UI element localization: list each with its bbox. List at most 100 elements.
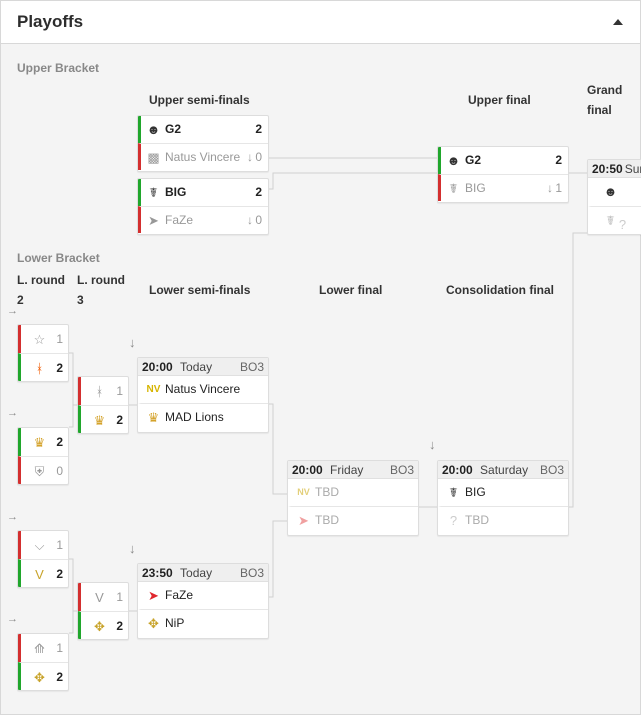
incoming-arrow-icon: →: [7, 613, 18, 625]
team-name: NiP: [165, 616, 185, 630]
lower-bracket-label: Lower Bracket: [17, 251, 100, 265]
team-name: TBD: [315, 513, 339, 527]
nip-logo-icon: ✥: [148, 616, 159, 631]
grand-final-match[interactable]: 20:50Sun ☻ ☤ ?: [587, 159, 641, 235]
upper-semifinal-2[interactable]: ☤ BIG 2 ➤ FaZe ↓ 0: [137, 178, 269, 235]
team-row: ♛ 2: [18, 428, 68, 456]
lower-round3-line2: 3: [77, 293, 84, 307]
team-name: G2: [165, 122, 182, 136]
team-score: 2: [255, 185, 262, 199]
mad-lions-logo-icon: ♛: [93, 413, 106, 428]
g2-logo-icon: ☻: [146, 122, 161, 137]
fnatic-logo-icon: ᚼ: [95, 384, 104, 399]
big-logo-icon: ☤: [449, 485, 458, 500]
eliminated-arrow-icon: ↓: [247, 150, 253, 164]
lower-semifinal-2[interactable]: 23:50 Today BO3 ➤ FaZe ✥ NiP: [137, 563, 269, 639]
upper-final-label: Upper final: [468, 93, 531, 107]
match-day: Sun: [624, 162, 641, 176]
lower-semifinal-1[interactable]: 20:00 Today BO3 NV Natus Vincere ♛ MAD L…: [137, 357, 269, 433]
lower-round2-match-3[interactable]: ⌵ 1 V 2: [17, 530, 69, 588]
upper-semifinal-1[interactable]: ☻ G2 2 ▩ Natus Vincere ↓ 0: [137, 115, 269, 172]
team-name: TBD: [465, 513, 489, 527]
grand-final-label: Grand final: [587, 80, 622, 120]
team-name: Natus Vincere: [165, 150, 241, 164]
mad-lions-logo-icon: ♛: [33, 435, 46, 450]
team-score: 0: [255, 213, 262, 227]
fnatic-logo-icon: ᚼ: [35, 361, 44, 376]
team-score: 2: [56, 435, 63, 449]
incoming-down-arrow-icon: ↓: [129, 541, 136, 556]
match-day: Friday: [330, 463, 364, 477]
lower-round3-match-2[interactable]: V 1 ✥ 2: [77, 582, 129, 640]
team-name: G2: [465, 153, 482, 167]
grand-final-label-line1: Grand: [587, 83, 623, 97]
match-time: 23:50: [142, 566, 173, 580]
team-score: 1: [56, 538, 63, 552]
team-score: 1: [116, 384, 123, 398]
incoming-down-arrow-icon: ↓: [129, 335, 136, 350]
incoming-arrow-icon: →: [7, 511, 18, 523]
upper-final-match[interactable]: ☻ G2 2 ☤ BIG ↓ 1: [437, 146, 569, 203]
team-row: ♛ 2: [78, 405, 128, 433]
lower-round3-label: L. round 3: [77, 270, 125, 310]
team-row: ➤ FaZe ↓ 0: [138, 206, 268, 233]
navi-logo-icon: NV: [297, 487, 310, 497]
incoming-arrow-icon: →: [7, 407, 18, 419]
team-score: 2: [116, 619, 123, 633]
lower-round2-match-2[interactable]: ♛ 2 ⛨ 0: [17, 427, 69, 485]
consolation-final-label: Consolidation final: [446, 283, 554, 297]
team-score: 1: [56, 641, 63, 655]
astralis-logo-icon: ⟰: [34, 641, 45, 656]
team-row: ☻ G2 2: [138, 116, 268, 143]
lower-round2-match-1[interactable]: ☆ 1 ᚼ 2: [17, 324, 69, 382]
team-name: BIG: [465, 181, 486, 195]
match-time: 20:00: [442, 463, 473, 477]
lower-round2-line1: L. round: [17, 273, 65, 287]
faze-logo-icon: ➤: [298, 513, 309, 528]
match-format: BO3: [389, 463, 414, 477]
match-header: 20:00 Friday BO3: [288, 461, 418, 479]
incoming-arrow-icon: →: [7, 305, 18, 317]
match-header: 20:00 Today BO3: [138, 358, 268, 376]
nip-logo-icon: ✥: [94, 619, 105, 634]
collapse-caret-icon[interactable]: [613, 19, 623, 25]
star-logo-icon: ☆: [33, 332, 46, 347]
team-score: 2: [116, 413, 123, 427]
big-logo-icon: ☤: [149, 185, 158, 200]
team-row: NV Natus Vincere: [138, 376, 268, 403]
team-row: ✥ 2: [18, 662, 68, 690]
team-row: ▩ Natus Vincere ↓ 0: [138, 143, 268, 170]
mad-lions-logo-icon: ♛: [147, 410, 160, 425]
team-score: 2: [255, 122, 262, 136]
match-format: BO3: [539, 463, 564, 477]
team-name: MAD Lions: [165, 410, 224, 424]
lower-final-match[interactable]: 20:00 Friday BO3 NV TBD ➤ TBD: [287, 460, 419, 536]
team-row: V 1: [78, 583, 128, 611]
panel-header[interactable]: Playoffs: [1, 1, 640, 44]
team-row: ☤ BIG: [438, 479, 568, 506]
lower-semifinals-label: Lower semi-finals: [149, 283, 251, 297]
consolation-final-match[interactable]: 20:00 Saturday BO3 ☤ BIG ? TBD: [437, 460, 569, 536]
team-row: ᚼ 2: [18, 353, 68, 381]
team-row: ᚼ 1: [78, 377, 128, 405]
heroic-logo-icon: ⛨: [34, 464, 45, 479]
team-row: ☆ 1: [18, 325, 68, 353]
nip-logo-icon: ✥: [34, 670, 45, 685]
team-row: ➤ FaZe: [138, 582, 268, 609]
tbd-question-icon: ?: [449, 513, 458, 528]
team-score: 1: [555, 181, 562, 195]
eliminated-arrow-icon: ↓: [247, 213, 253, 227]
match-header: 20:00 Saturday BO3: [438, 461, 568, 479]
team-row: ♛ MAD Lions: [138, 403, 268, 430]
panel-title: Playoffs: [17, 12, 84, 31]
lower-round3-match-1[interactable]: ᚼ 1 ♛ 2: [77, 376, 129, 434]
team-name: BIG: [165, 185, 187, 199]
grand-final-label-line2: final: [587, 103, 612, 117]
navi-logo-icon: NV: [146, 384, 161, 395]
match-time: 20:00: [142, 360, 173, 374]
team-row: ➤ TBD: [288, 506, 418, 533]
faze-logo-icon: ➤: [148, 213, 159, 228]
match-time: 20:00: [292, 463, 323, 477]
lower-round2-match-4[interactable]: ⟰ 1 ✥ 2: [17, 633, 69, 691]
